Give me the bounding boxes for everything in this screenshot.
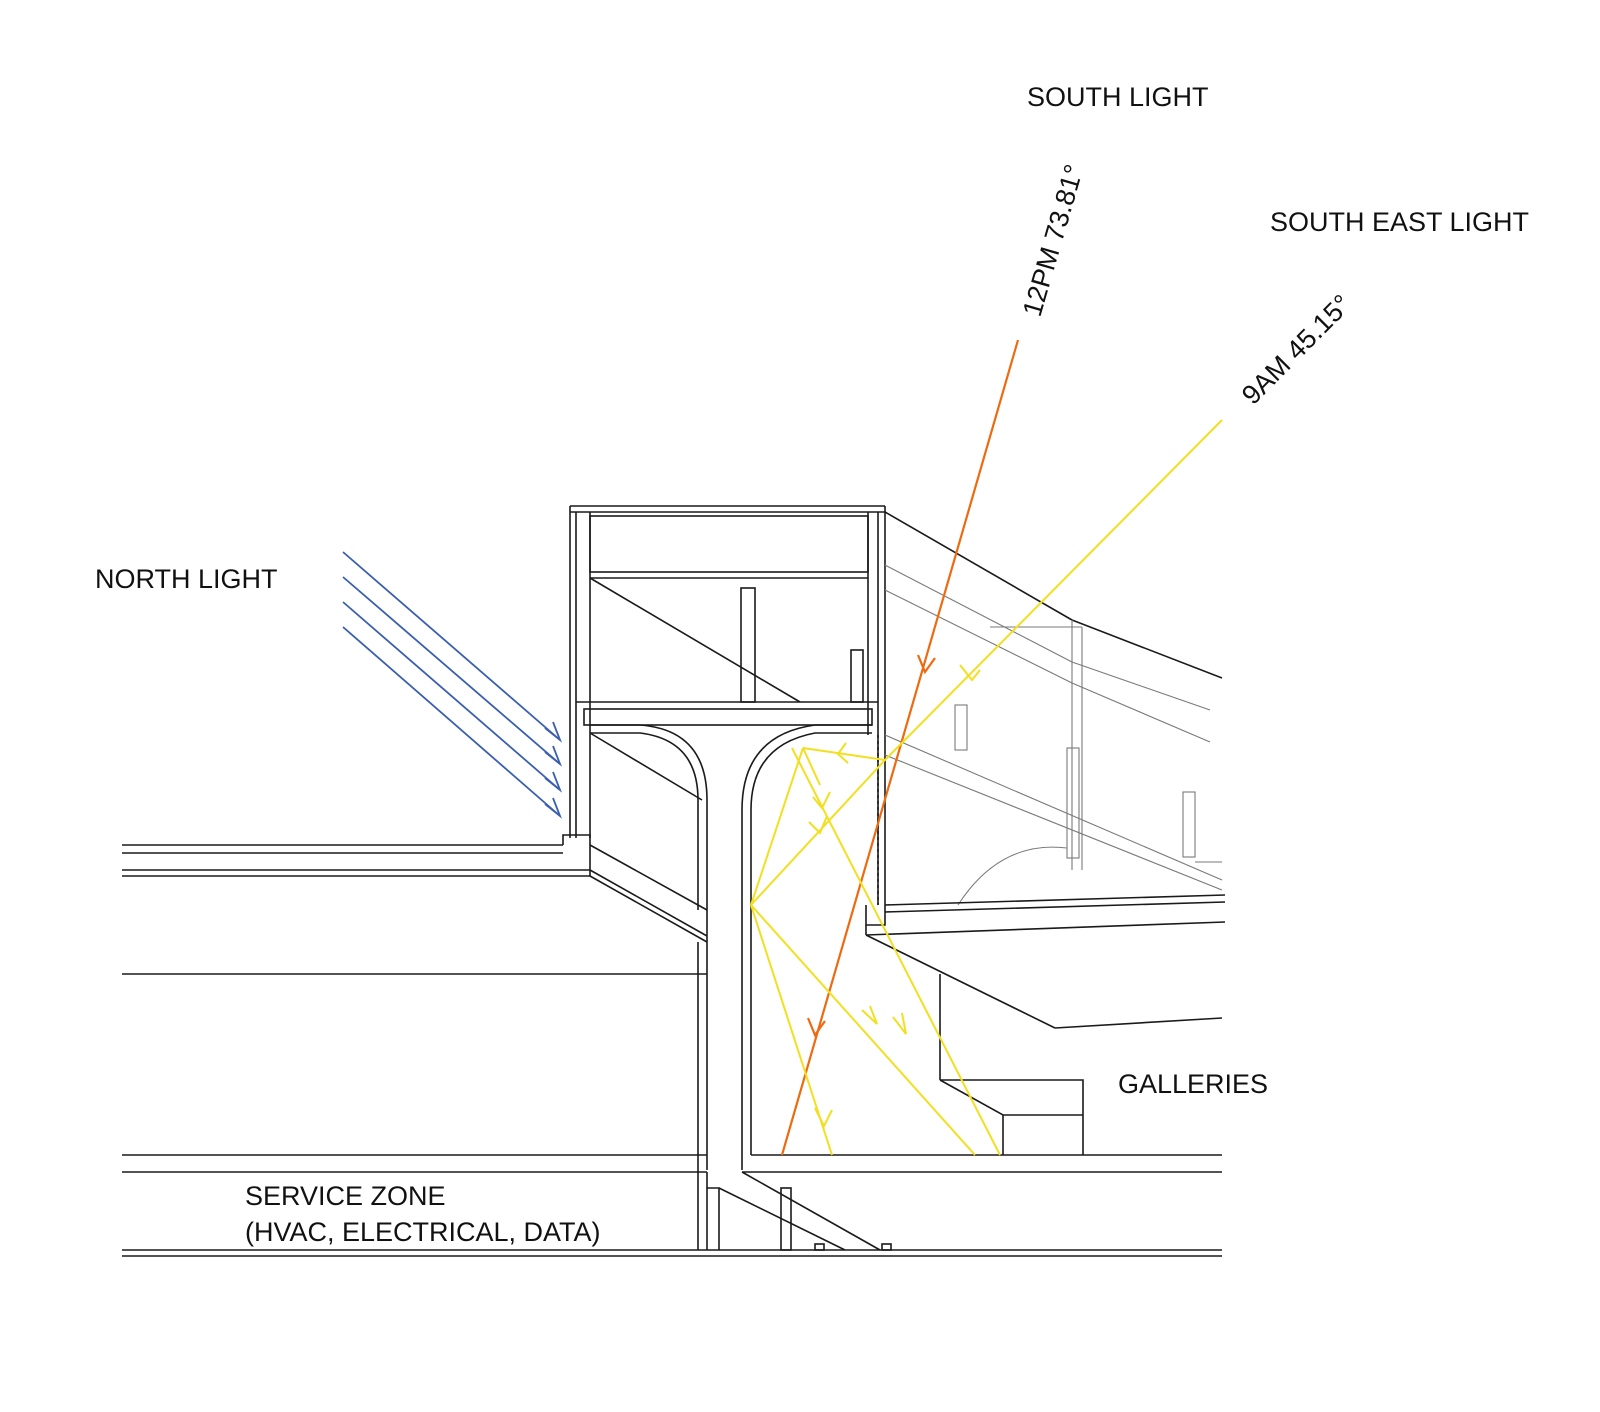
right-roof-structure: [865, 511, 1226, 1155]
morning-ray-angle-label: 9AM 45.15°: [1236, 289, 1357, 410]
central-column: [590, 724, 872, 1250]
noon-light-ray: [780, 339, 1020, 1156]
north-light-label: NORTH LIGHT: [95, 564, 278, 594]
north-light-rays: [342, 551, 563, 819]
morning-light-rays: [750, 419, 1223, 1156]
left-roof-slab: [122, 834, 708, 975]
galleries-label: GALLERIES: [1118, 1069, 1268, 1099]
south-east-light-label: SOUTH EAST LIGHT: [1270, 207, 1529, 237]
floor-slabs: [122, 1154, 1222, 1257]
service-zone-detail-label: (HVAC, ELECTRICAL, DATA): [245, 1217, 601, 1247]
clerestory-lantern: [569, 505, 886, 905]
noon-ray-angle-label: 12PM 73.81°: [1017, 161, 1089, 320]
south-light-label: SOUTH LIGHT: [1027, 82, 1209, 112]
service-zone-label: SERVICE ZONE: [245, 1181, 446, 1211]
